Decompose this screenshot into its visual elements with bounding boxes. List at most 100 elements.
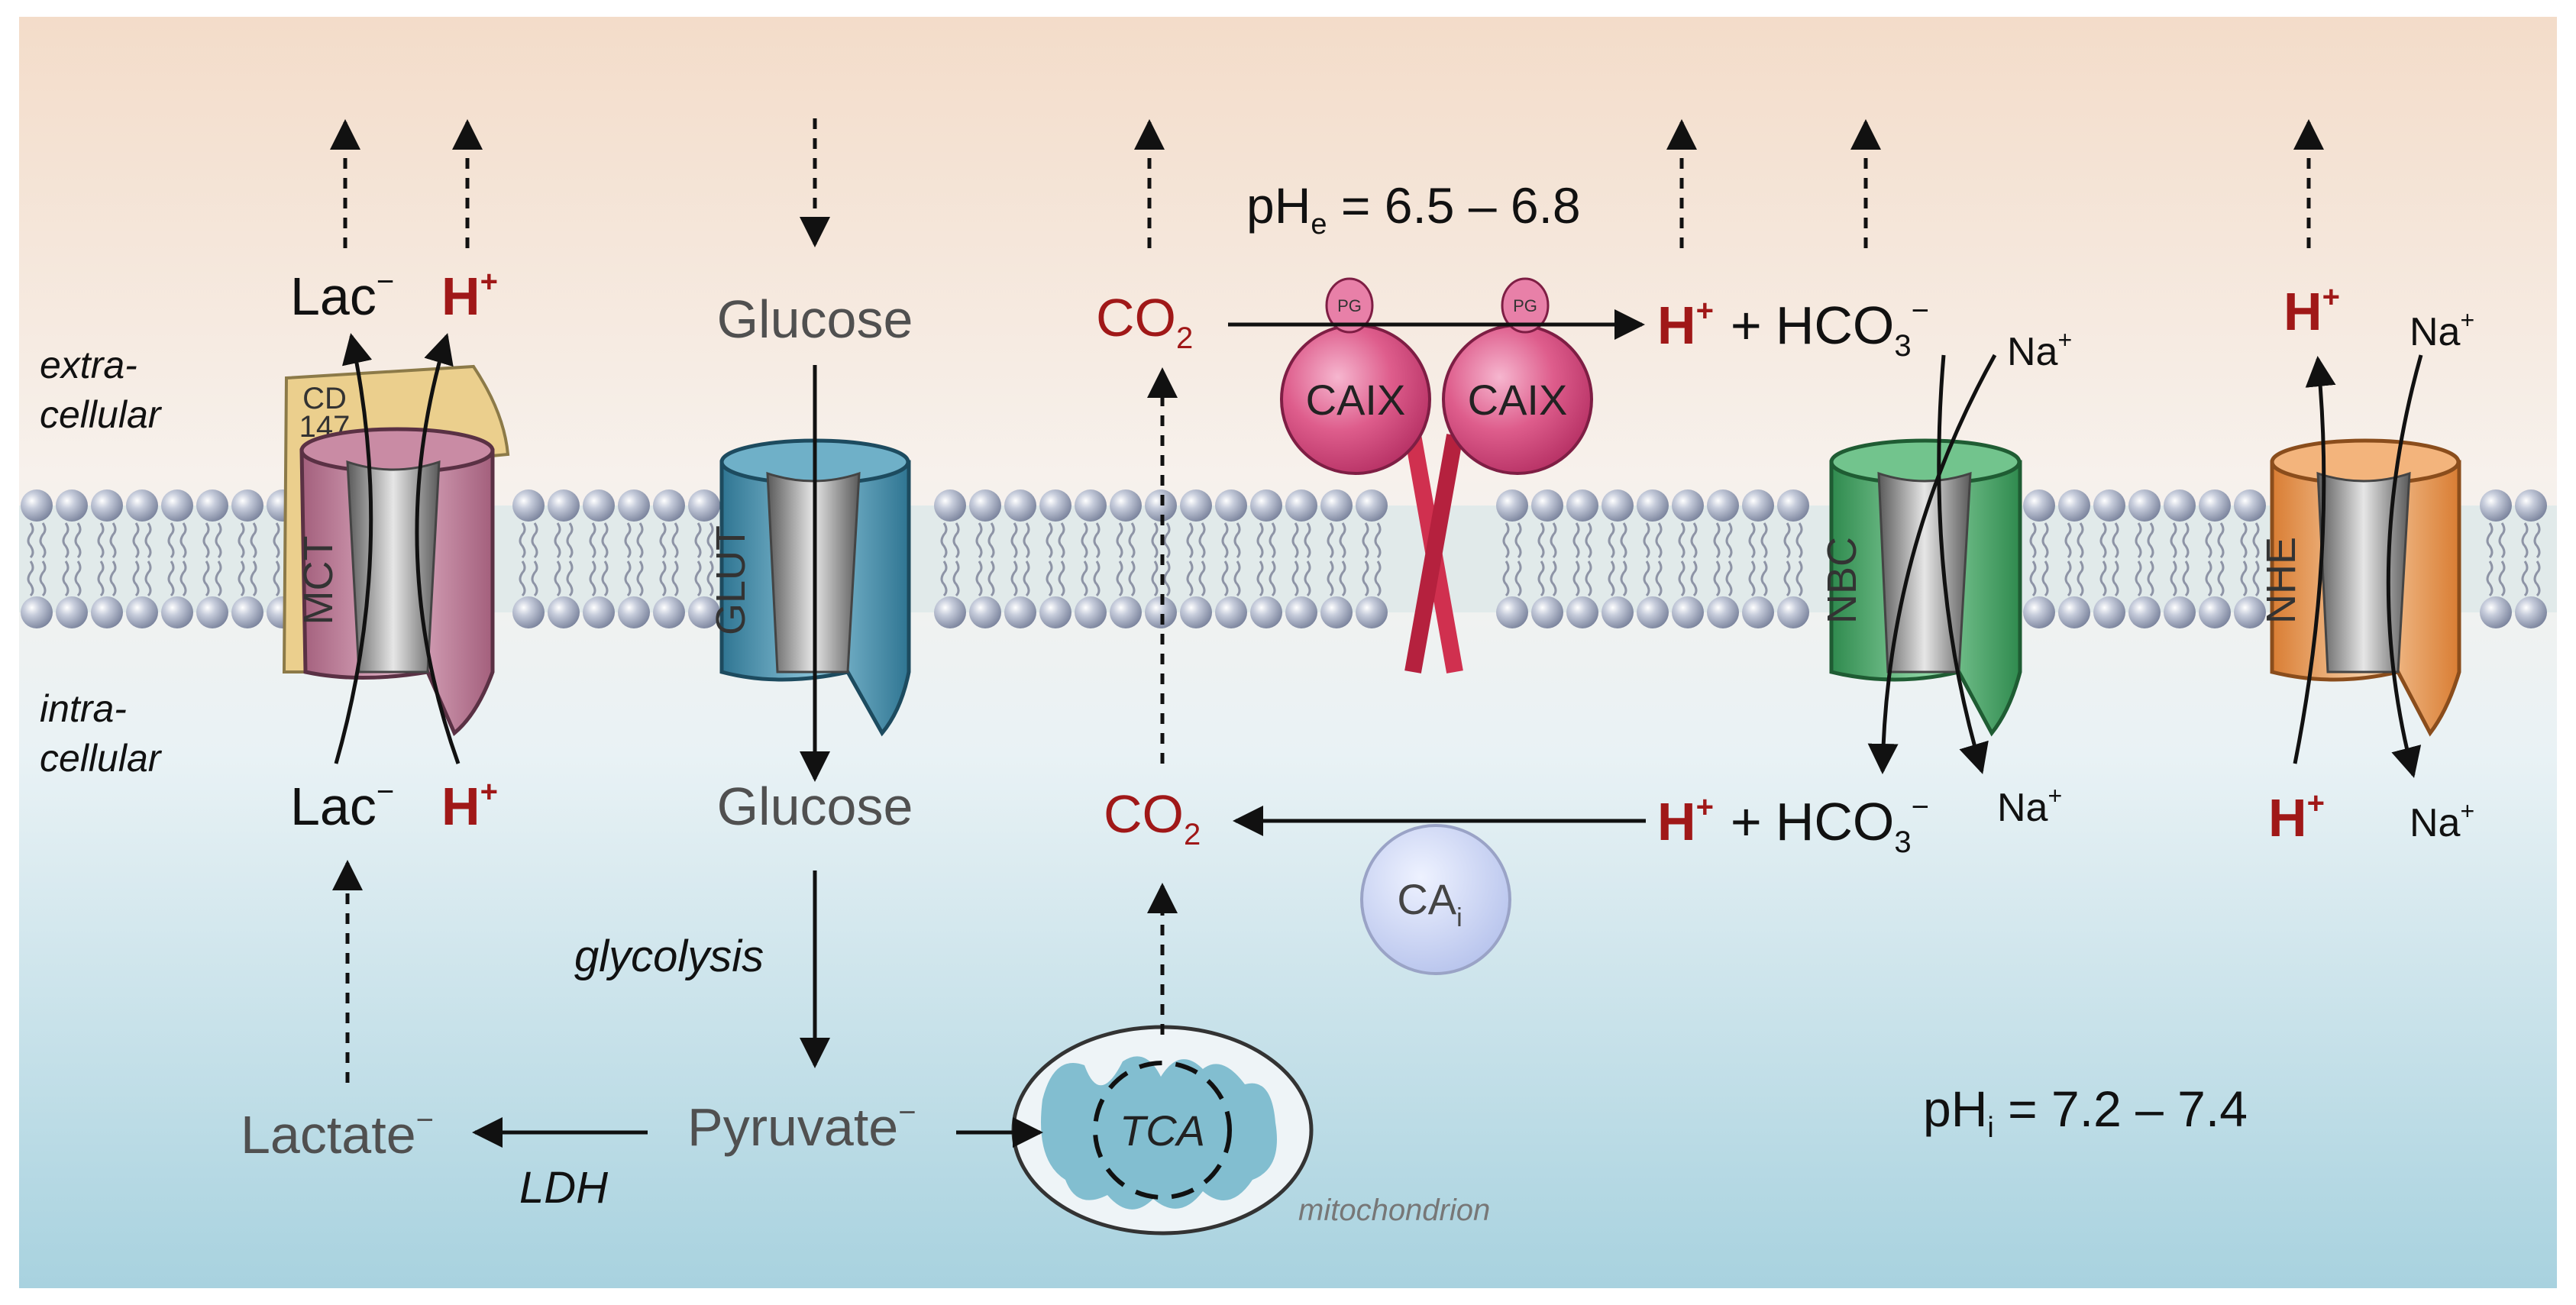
lac-intracellular: Lac−: [290, 775, 394, 836]
lipid-tail: [1046, 522, 1053, 559]
lipid-tail: [2498, 522, 2506, 559]
lipid-tail: [1514, 560, 1522, 597]
lipid-tail: [2533, 560, 2541, 597]
pyruvate-label: Pyruvate−: [687, 1096, 916, 1157]
lipid-tail: [1537, 560, 1545, 597]
cd147-label: CD: [302, 382, 347, 415]
lipid-tail: [952, 560, 960, 597]
lipid-tail: [202, 560, 210, 597]
lipid-tail: [1725, 560, 1733, 597]
nhe-transporter[interactable]: NHE: [2258, 438, 2461, 737]
lipid-tail: [1608, 522, 1615, 559]
mct-lac-transport-arrow: [334, 333, 373, 764]
lipid-head: [56, 596, 88, 628]
lipid-tail: [636, 522, 644, 559]
lipid-tail: [2135, 522, 2142, 559]
mitochondrion[interactable]: TCA mitochondrion: [1011, 1025, 1490, 1236]
lipid-tail: [1291, 560, 1299, 597]
ldh-label: LDH: [519, 1163, 608, 1213]
lipid-tail: [1502, 522, 1510, 559]
lipid-head: [1496, 489, 1528, 522]
lipid-tail: [1163, 560, 1171, 597]
lipid-tail: [2064, 522, 2072, 559]
lipid-tail: [624, 560, 632, 597]
pg-domain-left: [1325, 277, 1374, 334]
lipid-head: [969, 489, 1001, 522]
lipid-tail: [1128, 560, 1136, 597]
lipid-head: [2199, 489, 2231, 522]
nbc-transporter[interactable]: NBC: [1819, 438, 2022, 737]
lipid-tail: [1023, 560, 1030, 597]
lipid-tail: [554, 522, 561, 559]
lipid-head: [2164, 489, 2196, 522]
lipid-head: [196, 489, 228, 522]
lipid-tail: [671, 560, 679, 597]
lipid-head: [161, 489, 193, 522]
na-intracellular-nhe: Na+: [2410, 797, 2474, 845]
caix-dimer[interactable]: CAIX CAIX PG PG: [1280, 277, 1593, 673]
lipid-tail: [2147, 560, 2154, 597]
lipid-tail: [1023, 522, 1030, 559]
lipid-tail: [1783, 522, 1791, 559]
lipid-tail: [1151, 560, 1159, 597]
lipid-tail: [1362, 560, 1369, 597]
lipid-tail: [601, 522, 609, 559]
lipid-tail: [1339, 560, 1346, 597]
cai-enzyme[interactable]: CAi: [1360, 824, 1511, 975]
lipid-tail: [250, 560, 257, 597]
lipid-tail: [2135, 560, 2142, 597]
lipid-tail: [39, 522, 47, 559]
mitochondrion-label: mitochondrion: [1298, 1194, 1490, 1227]
glucose-intracellular: Glucose: [717, 777, 913, 836]
lipid-head: [1707, 596, 1739, 628]
lipid-tail: [1550, 560, 1557, 597]
nhe-h-transport-arrow: [2293, 356, 2336, 764]
lipid-head: [1039, 596, 1071, 628]
h-intracellular-nhe: H+: [2268, 787, 2325, 848]
lipid-tail: [1233, 522, 1241, 559]
pg-label-right: PG: [1513, 296, 1537, 315]
lipid-tail: [2029, 560, 2037, 597]
h-intracellular-mct: H+: [441, 775, 498, 836]
lipid-tail: [706, 522, 714, 559]
lipid-tail: [1678, 560, 1686, 597]
lipid-head: [688, 489, 720, 522]
lipid-tail: [1795, 522, 1803, 559]
lipid-tail: [1269, 560, 1276, 597]
lipid-tail: [144, 560, 152, 597]
lipid-tail: [1198, 560, 1206, 597]
lipid-head: [688, 596, 720, 628]
lipid-tail: [566, 560, 574, 597]
nhe-label: NHE: [2258, 537, 2304, 624]
lipid-tail: [1713, 560, 1721, 597]
lipid-head: [231, 596, 263, 628]
lipid-tail: [2099, 560, 2107, 597]
lipid-tail: [1093, 560, 1101, 597]
lipid-tail: [1327, 522, 1334, 559]
nbc-na-transport-arrow: [1937, 354, 1989, 774]
lipid-head: [2128, 489, 2161, 522]
lipid-head: [2480, 489, 2512, 522]
lipid-head: [1285, 596, 1317, 628]
lipid-tail: [624, 522, 632, 559]
nbc-hco3-transport-arrow: [1867, 354, 1997, 774]
lipid-head: [653, 489, 685, 522]
lipid-head: [21, 596, 53, 628]
lipid-tail: [940, 522, 948, 559]
lipid-head: [1531, 489, 1563, 522]
lipid-tail: [1198, 522, 1206, 559]
lipid-tail: [2029, 522, 2037, 559]
extracellular-label: extra-: [40, 344, 137, 386]
lipid-head: [2128, 596, 2161, 628]
h-plus-hco3-intracellular: H++HCO3−: [1657, 790, 1929, 859]
ph-extracellular-label: pHe = 6.5 – 6.8: [1246, 177, 1581, 241]
lipid-tail: [1620, 522, 1627, 559]
lipid-tail: [2205, 560, 2212, 597]
lipid-head: [161, 596, 193, 628]
lipid-tail: [952, 522, 960, 559]
lipid-tail: [636, 560, 644, 597]
arrows: [330, 118, 2423, 1148]
lipid-tail: [566, 522, 574, 559]
lipid-head: [653, 596, 685, 628]
lipid-head: [1320, 596, 1353, 628]
